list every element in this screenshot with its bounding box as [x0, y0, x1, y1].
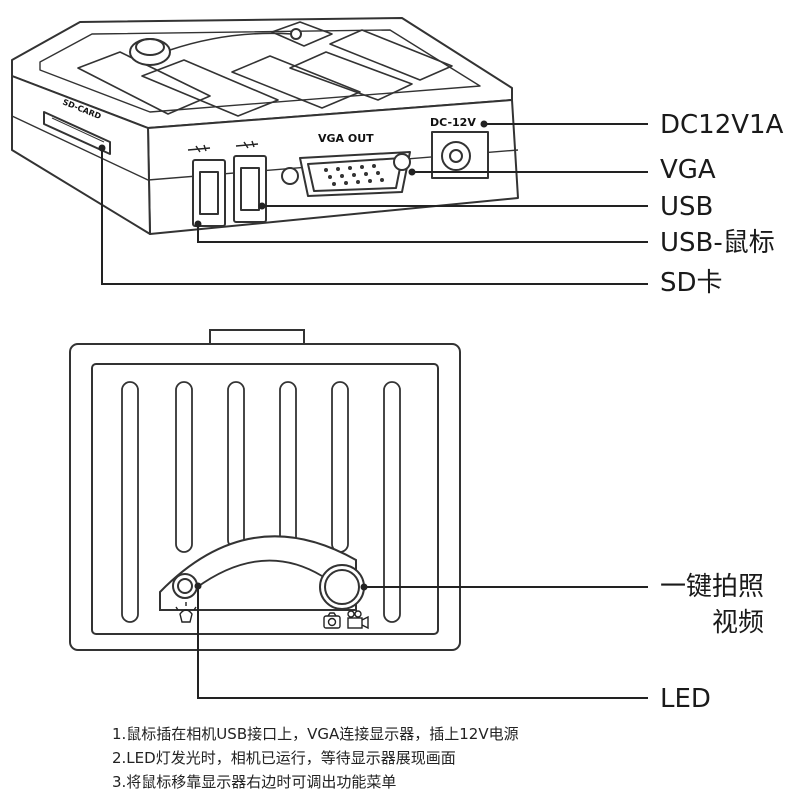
dc-printed-label: DC-12V: [430, 116, 476, 129]
usb-mouse-callout-label: USB-鼠标: [660, 228, 775, 258]
vga-connector: [281, 151, 411, 197]
dc-power-jack: [431, 131, 489, 179]
led-bulb-icon: [175, 602, 197, 623]
sd-callout-label: SD卡: [660, 268, 723, 298]
vga-callout-label: VGA: [660, 155, 716, 185]
front-panel-inner: [91, 363, 439, 635]
top-button-knob: [129, 38, 171, 66]
led-leader-line: [197, 586, 648, 699]
sd-card-slot: [43, 111, 111, 155]
led-callout-label: LED: [660, 684, 711, 714]
front-panel-tab: [209, 329, 305, 345]
top-callout-lines: [98, 120, 648, 285]
top-vent-slots: [77, 21, 453, 117]
capture-button: [319, 564, 365, 610]
instruction-notes: 1.鼠标插在相机USB接口上，VGA连接显示器，插上12V电源 2.LED灯发光…: [112, 722, 519, 794]
video-camera-icon: [347, 610, 369, 630]
usb-callout-label: USB: [660, 192, 714, 222]
usb-symbol-icons: [187, 140, 259, 153]
device-front-view: [69, 329, 461, 651]
note-line-1: 1.鼠标插在相机USB接口上，VGA连接显示器，插上12V电源: [112, 725, 519, 743]
capture-callout-label-line1: 一键拍照: [660, 572, 765, 602]
camera-icon: [323, 612, 341, 629]
vga-out-printed-label: VGA OUT: [318, 132, 374, 145]
sd-leader-line: [101, 148, 648, 285]
front-panel-outer: [69, 343, 461, 651]
note-line-3: 3.将鼠标移靠显示器右边时可调出功能菜单: [112, 773, 397, 791]
device-top-rim: [39, 29, 481, 113]
button-arc-recess: [159, 535, 357, 611]
note-line-2: 2.LED灯发光时，相机已运行，等待显示器展现画面: [112, 749, 456, 767]
led-indicator: [172, 573, 198, 599]
usb-mouse-leader-line: [197, 224, 648, 243]
capture-callout-label-line2: 视频: [712, 608, 765, 638]
front-callout-lines: [194, 582, 648, 699]
device-isometric-view: [11, 17, 519, 235]
dc-callout-label: DC12V1A: [660, 110, 784, 140]
